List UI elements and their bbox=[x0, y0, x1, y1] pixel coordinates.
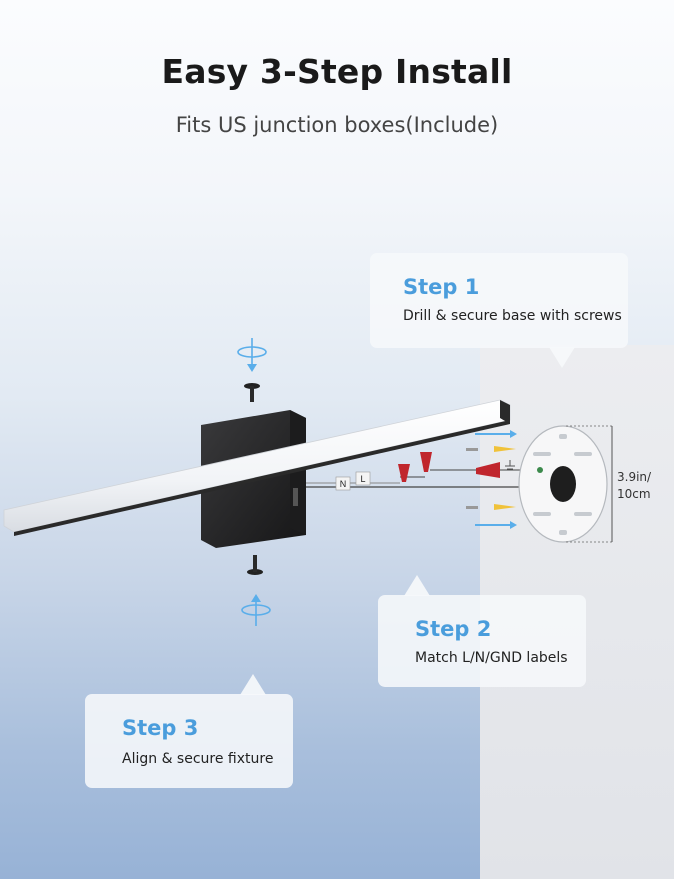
step2-pointer bbox=[404, 575, 430, 596]
svg-text:N: N bbox=[340, 479, 347, 489]
step-1-description: Drill & secure base with screws bbox=[403, 308, 622, 324]
wire-tag-live: L bbox=[355, 471, 371, 486]
dimension-label-in: 3.9in/ bbox=[617, 470, 652, 484]
wall-anchor-icon bbox=[466, 504, 516, 510]
arrow-lower bbox=[475, 521, 517, 529]
dimension-label-cm: 10cm bbox=[617, 487, 651, 501]
step1-pointer bbox=[549, 347, 575, 368]
dimension-line bbox=[566, 425, 613, 543]
ground-symbol-icon bbox=[505, 460, 515, 470]
wire-nut-icon bbox=[476, 462, 500, 478]
step-2-title: Step 2 bbox=[415, 617, 492, 641]
screw-icon bbox=[247, 555, 263, 575]
step3-pointer bbox=[240, 674, 266, 695]
svg-text:L: L bbox=[360, 474, 365, 484]
page-subtitle: Fits US junction boxes(Include) bbox=[175, 113, 499, 137]
page-title: Easy 3-Step Install bbox=[161, 52, 513, 91]
rotate-icon bbox=[241, 594, 271, 626]
dimension-label: 3.9in/ 10cm bbox=[617, 469, 651, 503]
wire-tag-neutral: N bbox=[335, 476, 351, 491]
step-2-description: Match L/N/GND labels bbox=[415, 650, 568, 666]
step-2-card: Step 2 Match L/N/GND labels bbox=[378, 595, 586, 687]
wire-nut-icon bbox=[398, 452, 432, 482]
mounting-plate-icon bbox=[518, 425, 608, 543]
step-1-title: Step 1 bbox=[403, 275, 480, 299]
arrow-upper bbox=[475, 430, 517, 438]
screw-icon bbox=[244, 383, 260, 402]
step-3-card: Step 3 Align & secure fixture bbox=[85, 694, 293, 788]
step-1-card: Step 1 Drill & secure base with screws bbox=[370, 253, 628, 348]
light-bar bbox=[3, 399, 511, 536]
rotate-icon bbox=[237, 338, 267, 372]
step-3-title: Step 3 bbox=[122, 716, 199, 740]
step-3-description: Align & secure fixture bbox=[122, 751, 274, 767]
wall-anchor-icon bbox=[466, 446, 516, 452]
